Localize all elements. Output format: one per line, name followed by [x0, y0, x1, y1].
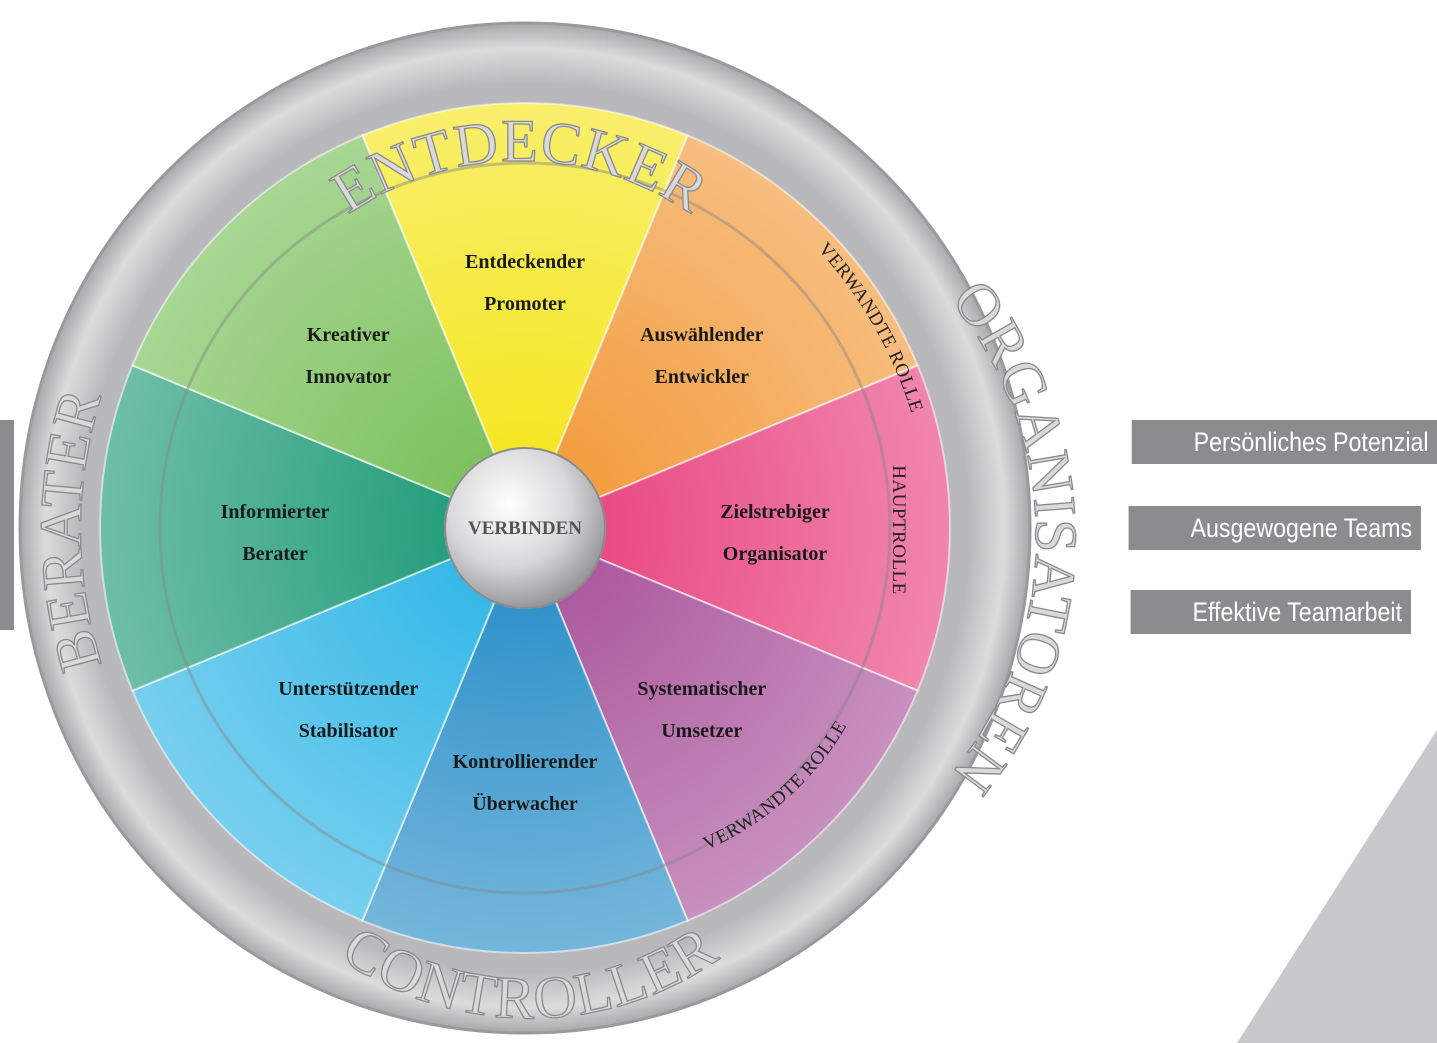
tag-ausgewogene-teams: Ausgewogene Teams — [1128, 506, 1421, 550]
segment-8-label-1: Kreativer — [307, 324, 390, 346]
label-hauptrolle: HAUPTROLLE — [888, 465, 909, 595]
segment-1-label-2: Promoter — [484, 293, 566, 315]
tag-effektive-teamarbeit: Effektive Teamarbeit — [1130, 590, 1411, 634]
segment-2-label-2: Entwickler — [655, 366, 750, 388]
segment-8-label-2: Innovator — [305, 366, 391, 388]
hub-circle — [444, 447, 606, 609]
left-accent-bar — [0, 420, 14, 630]
segment-3-label-1: Zielstrebiger — [720, 501, 830, 523]
segment-7-label-1: Informierter — [221, 501, 330, 523]
segment-4-label-2: Umsetzer — [661, 720, 742, 742]
segment-5-label-1: Kontrollierender — [453, 751, 598, 773]
diagonal-stripe — [1237, 730, 1437, 1043]
segment-4-label-1: Systematischer — [637, 678, 766, 700]
segment-labels: EntdeckenderPromoterAuswählenderEntwickl… — [221, 251, 830, 815]
hub-label: VERBINDEN — [468, 518, 582, 539]
segment-2-label-1: Auswählender — [640, 324, 763, 346]
segment-7-label-2: Berater — [242, 543, 308, 565]
segment-1-label-1: Entdeckender — [465, 251, 585, 273]
segment-6-label-1: Unterstützender — [278, 678, 418, 700]
segment-3-label-2: Organisator — [723, 543, 828, 565]
segment-6-label-2: Stabilisator — [299, 720, 398, 742]
segment-5-label-2: Überwacher — [472, 792, 578, 815]
tag-persoenliches-potenzial: Persönliches Potenzial — [1131, 420, 1437, 464]
